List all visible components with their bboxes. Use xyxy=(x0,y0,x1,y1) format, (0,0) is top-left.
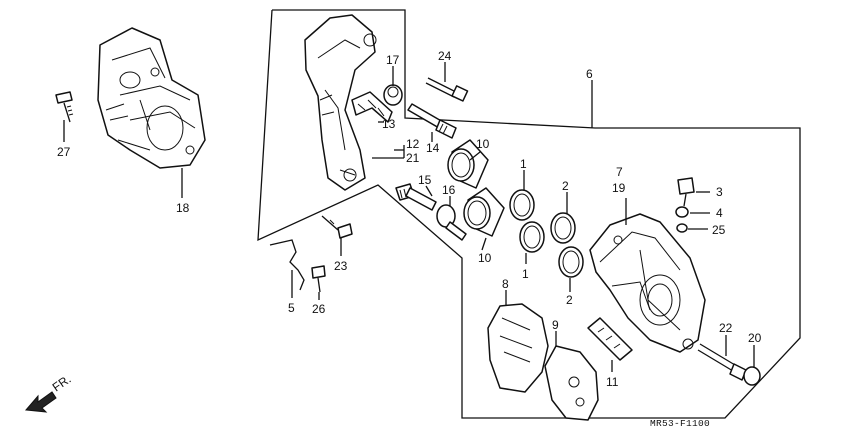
callout-11: 11 xyxy=(606,375,619,389)
part-14-slide-pin[interactable] xyxy=(407,103,457,139)
callout-labels: 27 18 17 24 6 12 21 13 14 10 15 16 1 2 7… xyxy=(57,49,762,389)
part-1-piston-seal-upper[interactable] xyxy=(509,189,535,221)
part-18-assembled-caliper[interactable] xyxy=(97,27,206,169)
callout-22: 22 xyxy=(719,321,733,335)
callout-4: 4 xyxy=(716,206,723,220)
callout-5: 5 xyxy=(288,301,295,315)
part-2-dust-seal-lower[interactable] xyxy=(558,246,584,278)
callout-23: 23 xyxy=(334,259,348,273)
part-7-caliper-body[interactable] xyxy=(589,213,706,353)
part-13-pad-spring[interactable] xyxy=(351,91,393,123)
front-direction-arrow: FR. xyxy=(24,372,74,413)
part-15-slide-pin[interactable] xyxy=(395,183,437,211)
part-24-bolt[interactable] xyxy=(425,77,469,102)
callout-16: 16 xyxy=(442,183,456,197)
part-23-bolt[interactable] xyxy=(321,215,353,239)
part-11-pad-shim[interactable] xyxy=(587,317,633,361)
part-4-bleeder-cap[interactable] xyxy=(675,206,689,218)
part-16-boot[interactable] xyxy=(436,204,467,241)
direction-label: FR. xyxy=(50,372,74,395)
callout-8: 8 xyxy=(502,277,509,291)
callout-17: 17 xyxy=(386,53,400,67)
leader-lines xyxy=(63,62,755,372)
callout-27: 27 xyxy=(57,145,71,159)
part-1-piston-seal-lower[interactable] xyxy=(519,221,545,253)
part-12-bracket[interactable] xyxy=(304,14,377,191)
callout-6: 6 xyxy=(586,67,593,81)
assembly-outline xyxy=(257,9,801,419)
callout-19: 19 xyxy=(612,181,626,195)
callout-18: 18 xyxy=(176,201,190,215)
callout-21: 21 xyxy=(406,151,420,165)
callout-14: 14 xyxy=(426,141,440,155)
drawing-code: MR53-F1100 xyxy=(650,418,710,429)
part-8-brake-pad[interactable] xyxy=(487,303,549,393)
callout-25: 25 xyxy=(712,223,726,237)
callout-1-upper: 1 xyxy=(520,157,527,171)
callout-7: 7 xyxy=(616,165,623,179)
part-5-pad-spring[interactable] xyxy=(269,239,305,291)
part-27-bolt[interactable] xyxy=(55,91,74,123)
callout-10-upper: 10 xyxy=(476,137,490,151)
part-22-pin-bolt[interactable] xyxy=(697,343,747,381)
callout-26: 26 xyxy=(312,302,326,316)
callout-15: 15 xyxy=(418,173,432,187)
callout-13: 13 xyxy=(382,117,396,131)
callout-12: 12 xyxy=(406,137,420,151)
callout-20: 20 xyxy=(748,331,762,345)
callout-9: 9 xyxy=(552,318,559,332)
callout-2-upper: 2 xyxy=(562,179,569,193)
part-3-bleeder-screw[interactable] xyxy=(677,177,695,207)
callout-3: 3 xyxy=(716,185,723,199)
part-17-boot[interactable] xyxy=(383,84,403,106)
callout-1-lower: 1 xyxy=(522,267,529,281)
part-26-bolt[interactable] xyxy=(311,265,326,293)
part-10-piston-lower[interactable] xyxy=(463,187,505,237)
part-9-brake-pad[interactable] xyxy=(544,345,599,421)
callout-10-lower: 10 xyxy=(478,251,492,265)
part-20-plug[interactable] xyxy=(743,366,761,386)
callout-2-lower: 2 xyxy=(566,293,573,307)
part-2-dust-seal-upper[interactable] xyxy=(550,212,576,244)
part-25-o-ring[interactable] xyxy=(676,223,688,233)
callout-24: 24 xyxy=(438,49,452,63)
